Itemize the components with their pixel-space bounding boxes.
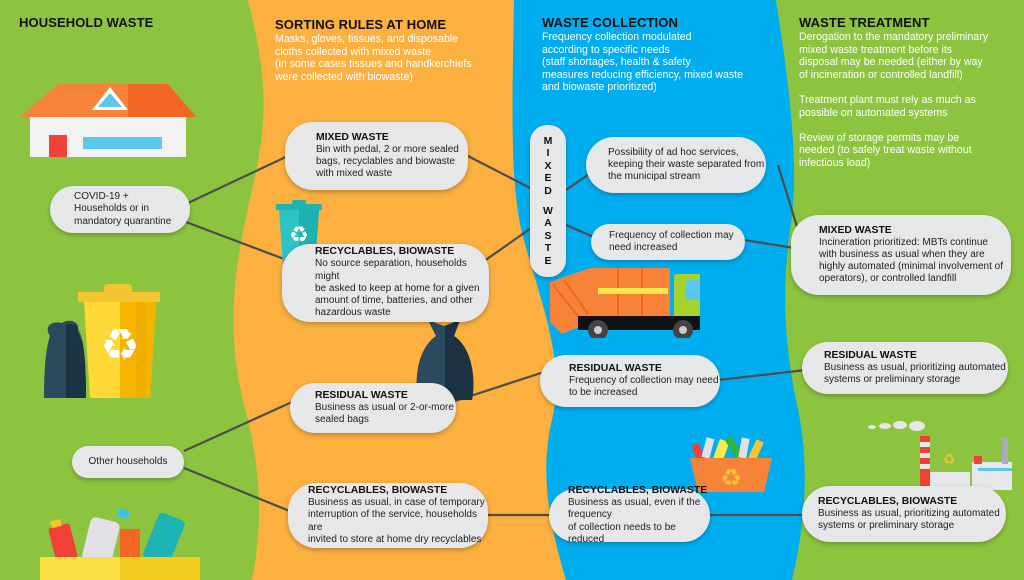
bubble-title: RESIDUAL WASTE	[569, 362, 662, 374]
yellow-recycle-bin-icon: ♻	[44, 284, 160, 398]
sorting-residual-waste-bubble: RESIDUAL WASTE Business as usual or 2-or…	[290, 383, 456, 433]
column-sorting-rules: SORTING RULES AT HOME Masks, gloves, tis…	[275, 17, 515, 83]
bubble-text: No source separation, households might b…	[315, 258, 480, 319]
black-garbage-bag-icon	[416, 320, 474, 400]
household-other-bubble: Other households	[72, 446, 184, 478]
recyclables-basket-icon	[40, 508, 200, 580]
column-title: SORTING RULES AT HOME	[275, 17, 447, 32]
label-letter: T	[544, 242, 552, 255]
column-waste-treatment: WASTE TREATMENT Derogation to the mandat…	[799, 15, 1024, 170]
bubble-title: RECYCLABLES, BIOWASTE	[568, 485, 708, 497]
column-household-waste: HOUSEHOLD WASTE	[19, 15, 153, 30]
treatment-recyclables-bubble: RECYCLABLES, BIOWASTE Business as usual,…	[802, 486, 1006, 542]
bubble-text: Frequency of collection may need increas…	[609, 229, 734, 253]
house-icon	[20, 84, 196, 157]
recycling-crate-icon: ♻	[690, 435, 772, 492]
mixed-waste-vertical-label: M I X E D W A S T E	[530, 125, 566, 277]
label-letter: D	[544, 184, 552, 197]
bubble-text: Business as usual, prioritizing automate…	[824, 361, 1006, 385]
column-description: Masks, gloves, tissues, and disposable c…	[275, 33, 472, 83]
label-letter: E	[544, 254, 552, 267]
label-letter: E	[544, 172, 552, 185]
bubble-title: RECYCLABLES, BIOWASTE	[818, 495, 958, 507]
label-letter: I	[546, 147, 550, 160]
svg-text:♻: ♻	[943, 452, 956, 468]
treatment-plant-icon: ♻	[868, 421, 1012, 490]
bubble-text: Business as usual, even if the frequency…	[568, 497, 701, 545]
label-letter: A	[544, 217, 552, 230]
column-waste-collection: WASTE COLLECTION Frequency collection mo…	[542, 15, 782, 94]
bubble-title: RECYCLABLES, BIOWASTE	[315, 246, 455, 258]
sorting-recyclables-other-bubble: RECYCLABLES, BIOWASTE Business as usual,…	[288, 483, 488, 548]
label-letter: W	[543, 205, 553, 217]
sorting-mixed-waste-bubble: MIXED WASTE Bin with pedal, 2 or more se…	[285, 122, 468, 190]
bubble-text: Possibility of ad hoc services, keeping …	[608, 146, 765, 183]
label-letter: X	[544, 159, 552, 172]
collection-frequency-bubble: Frequency of collection may need increas…	[591, 224, 745, 260]
label-letter: S	[544, 229, 552, 242]
column-title: WASTE COLLECTION	[542, 15, 678, 30]
bubble-text: Bin with pedal, 2 or more sealed bags, r…	[316, 143, 459, 180]
bubble-text: Other households	[88, 455, 168, 467]
collection-residual-bubble: RESIDUAL WASTE Frequency of collection m…	[540, 355, 720, 407]
label-letter: M	[543, 134, 553, 147]
column-description: Derogation to the mandatory preliminary …	[799, 31, 989, 169]
collection-recyclables-bubble: RECYCLABLES, BIOWASTE Business as usual,…	[549, 485, 710, 545]
bubble-title: RESIDUAL WASTE	[824, 349, 917, 361]
bubble-text: Frequency of collection may need to be i…	[569, 374, 719, 398]
household-covid-bubble: COVID-19 + Households or in mandatory qu…	[50, 186, 190, 233]
column-title: HOUSEHOLD WASTE	[19, 15, 154, 30]
column-description: Frequency collection modulated according…	[542, 31, 743, 94]
sorting-recyclables-bubble: RECYCLABLES, BIOWASTE No source separati…	[282, 244, 489, 322]
garbage-truck-icon	[550, 268, 700, 338]
column-title: WASTE TREATMENT	[799, 15, 930, 30]
bubble-text: COVID-19 + Households or in mandatory qu…	[74, 191, 172, 227]
bubble-text: Business as usual or 2-or-more sealed ba…	[315, 401, 454, 425]
svg-text:♻: ♻	[289, 223, 309, 248]
svg-text:♻: ♻	[720, 464, 742, 492]
bubble-title: MIXED WASTE	[819, 224, 892, 236]
bubble-text: Business as usual, prioritizing automate…	[818, 507, 1000, 531]
treatment-mixed-waste-bubble: MIXED WASTE Incineration prioritized: MB…	[791, 215, 1011, 295]
bubble-title: RESIDUAL WASTE	[315, 389, 408, 401]
collection-adhoc-bubble: Possibility of ad hoc services, keeping …	[586, 137, 766, 193]
bubble-title: MIXED WASTE	[316, 131, 389, 143]
svg-text:♻: ♻	[100, 320, 139, 371]
treatment-residual-bubble: RESIDUAL WASTE Business as usual, priori…	[802, 342, 1008, 394]
bubble-text: Incineration prioritized: MBTs continue …	[819, 236, 1003, 285]
bubble-title: RECYCLABLES, BIOWASTE	[308, 485, 448, 497]
bubble-text: Business as usual, in case of temporary …	[308, 497, 485, 545]
